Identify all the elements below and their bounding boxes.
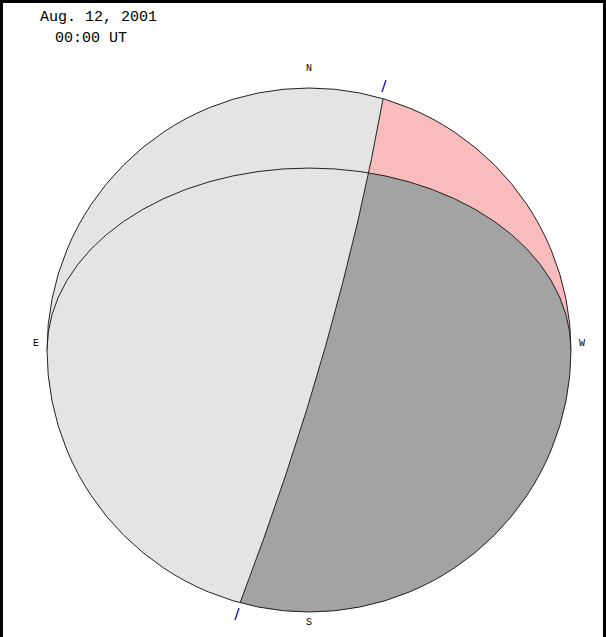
terminator-line [240,99,383,603]
compass-label: W [579,339,585,349]
compass-label: E [33,339,39,349]
date-label: Aug. 12, 2001 [40,10,157,25]
compass-label: S [306,618,312,628]
horizon-ellipse [47,168,571,350]
time-label: 00:00 UT [55,31,127,46]
terminator-tick [382,80,386,92]
disk-outline [47,88,571,612]
compass-label: N [306,64,312,74]
dark-region [0,168,606,637]
terminator-tick [235,608,239,620]
